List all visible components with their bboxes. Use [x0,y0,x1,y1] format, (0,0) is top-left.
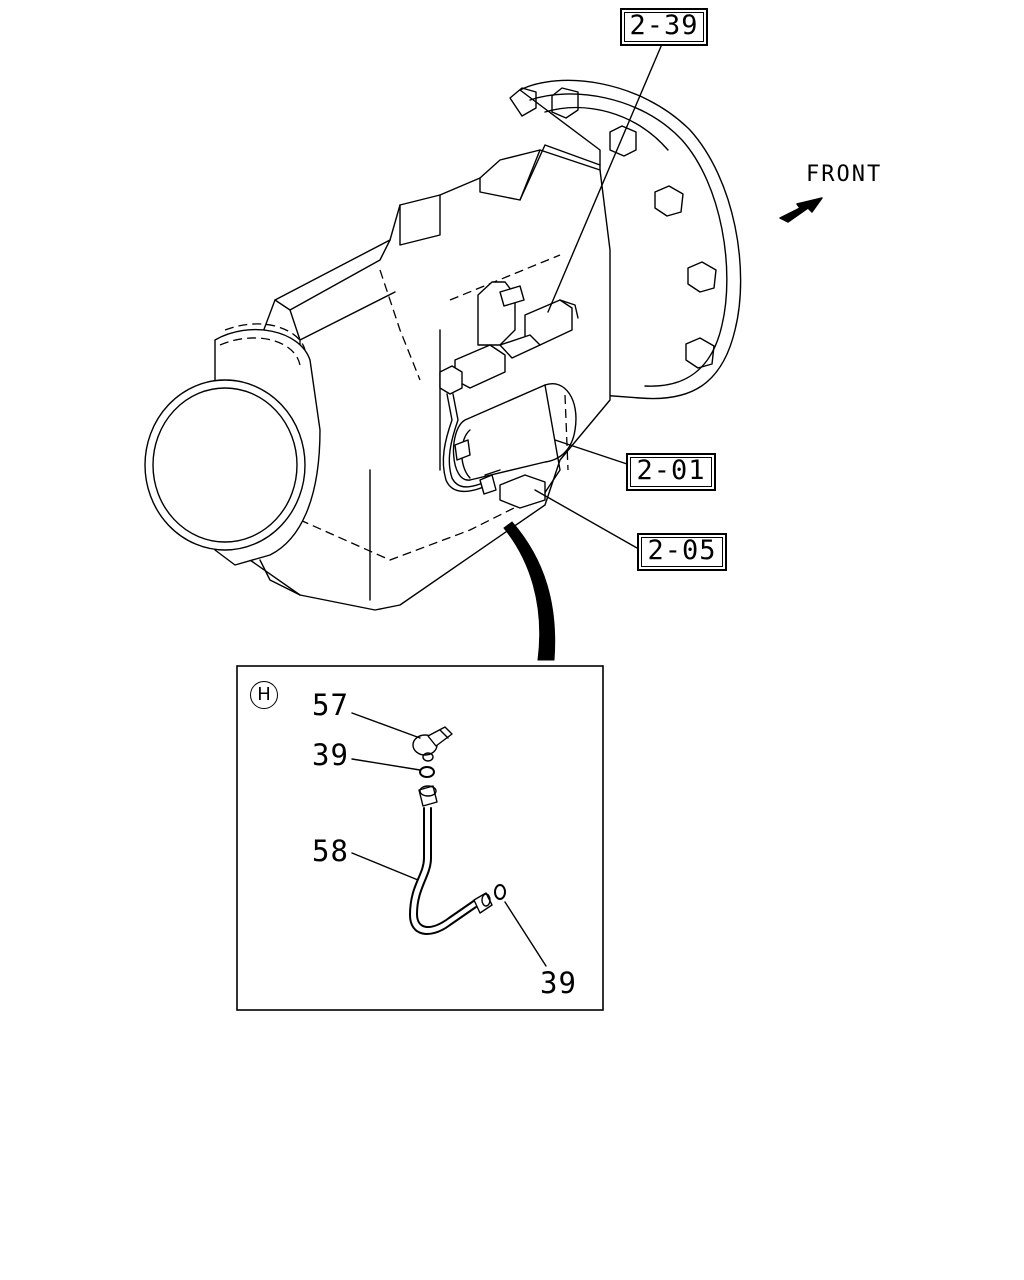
leader-2-05 [534,489,638,549]
callout-57[interactable]: 57 [312,688,349,722]
clutch-booster [452,383,577,501]
ref-box-2-39[interactable]: 2-39 [620,8,708,46]
callout-39-lower[interactable]: 39 [540,966,577,1000]
ref-box-2-05[interactable]: 2-05 [637,533,727,571]
front-arrow-icon [779,197,823,223]
banjo-fitting [412,726,453,762]
leader-2-01 [554,439,628,465]
washer-lower [494,884,506,900]
ref-label-2-01: 2-01 [636,455,706,486]
ref-label-2-39: 2-39 [629,10,699,41]
washer-upper [419,766,435,778]
callout-58[interactable]: 58 [312,834,349,868]
pipe-assembly [409,785,493,935]
front-label: FRONT [806,162,883,187]
detail-marker-h: H [250,681,278,709]
callout-39-upper[interactable]: 39 [312,738,349,772]
valve-assembly [439,281,579,395]
detail-box [236,665,604,1011]
bell-housing [509,79,742,400]
hydraulic-pipe [442,393,491,493]
detail-leaders [351,712,547,967]
ref-label-2-05: 2-05 [647,535,717,566]
fitting [479,469,546,509]
detail-arrow [503,521,556,661]
leader-2-39 [547,43,663,313]
ref-box-2-01[interactable]: 2-01 [626,453,716,491]
leader-lines [534,43,663,549]
rear-housing [144,323,321,566]
